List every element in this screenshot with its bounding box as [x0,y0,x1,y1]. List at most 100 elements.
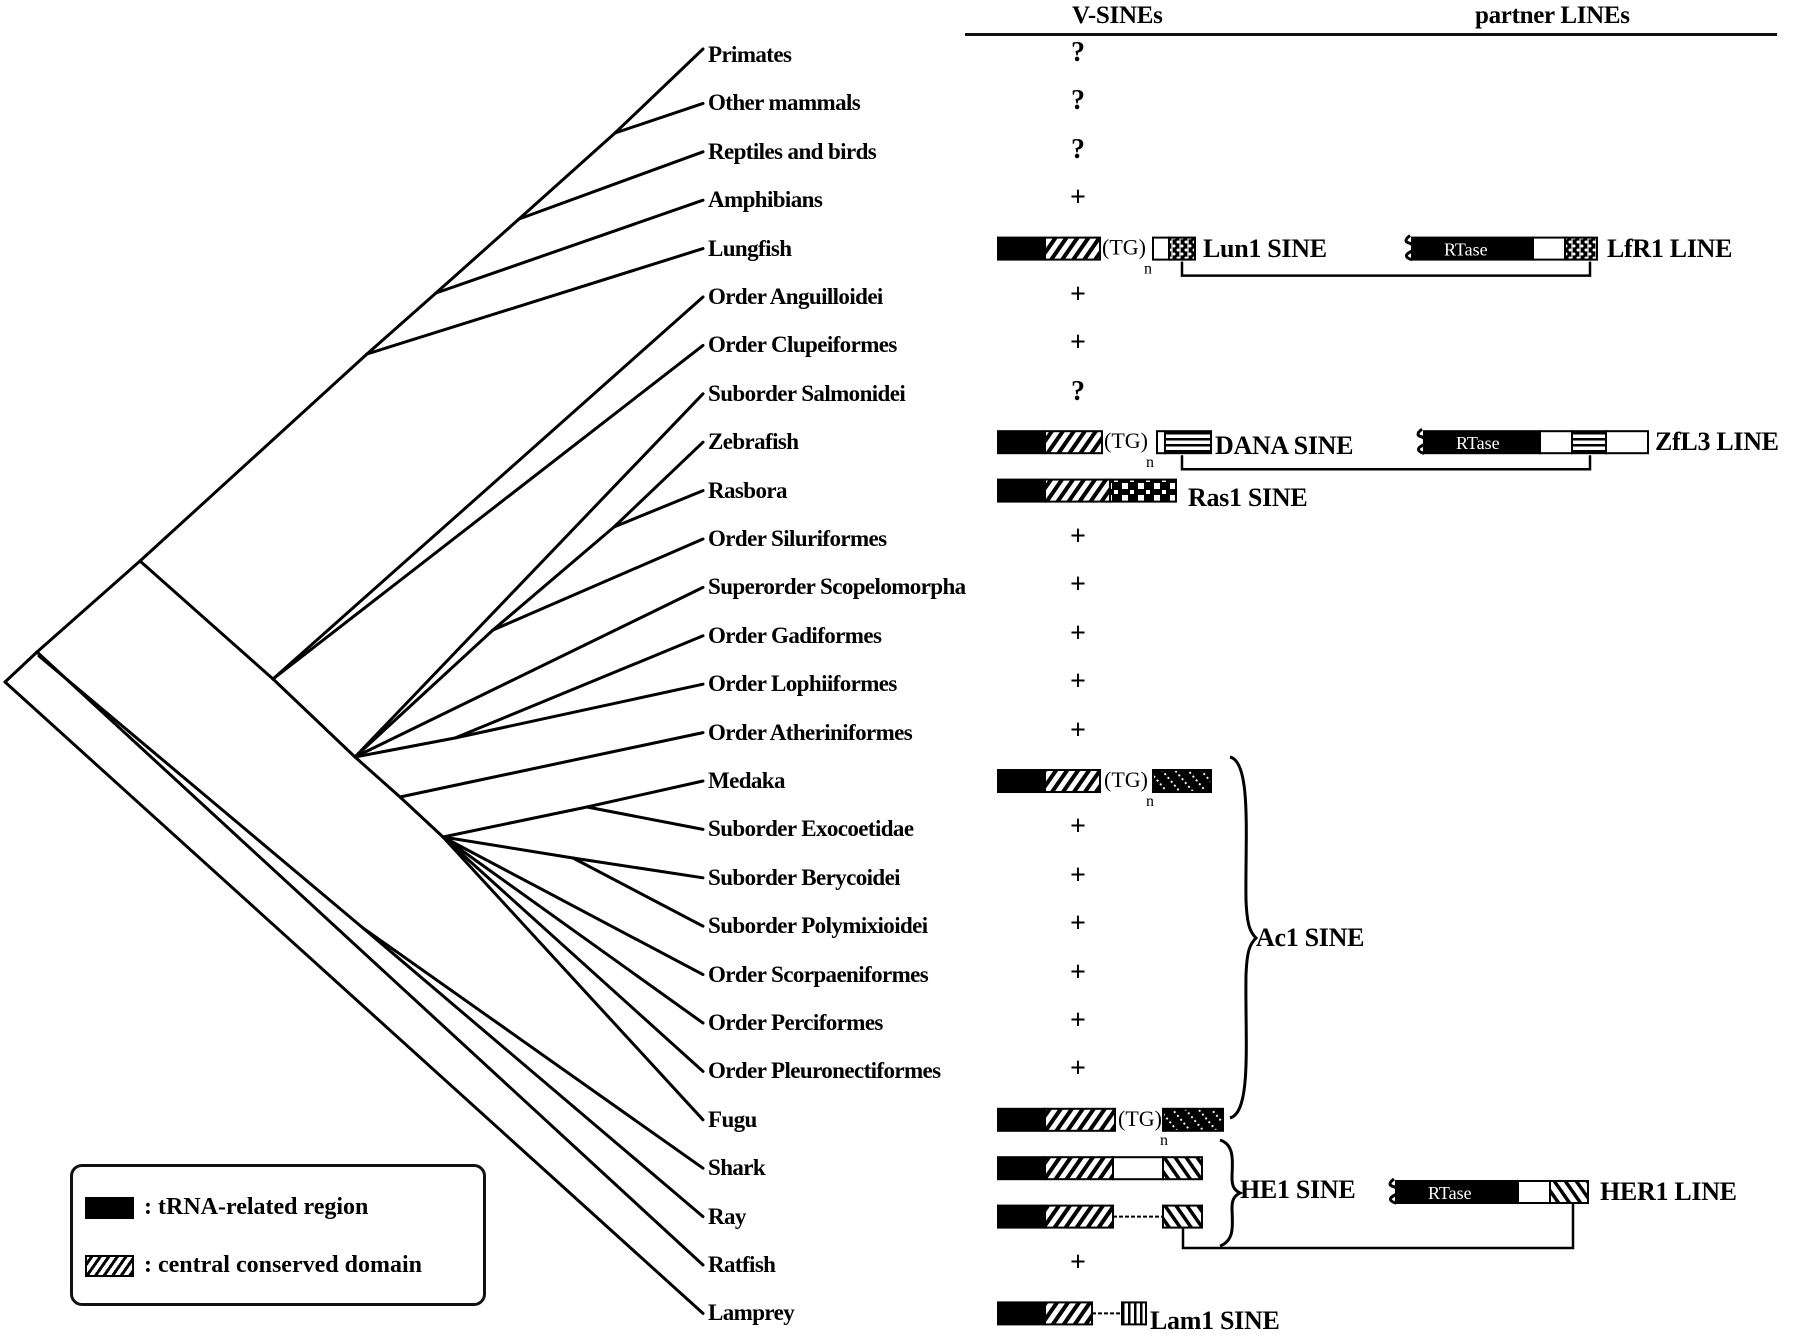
present-marker: + [1070,1053,1086,1085]
unknown-marker: ? [1071,85,1085,117]
trna-region-block [997,769,1046,793]
taxon-label: Order Siluriformes [708,526,887,551]
central-domain-block [1044,478,1111,503]
present-marker: + [1070,956,1086,988]
tree-branch [441,835,705,1025]
tg-repeat-label: (TG) [1104,767,1148,792]
shark-branch [361,926,705,1170]
lun1-lfr1-connector [1180,261,1592,277]
trna-region-block [997,1156,1046,1181]
central-domain-block [1044,236,1101,261]
rtase-label: RTase [1428,1183,1472,1203]
tree-branch [353,585,705,759]
present-marker: + [1070,714,1086,746]
legend-item-central-domain: : central conserved domain [85,1252,422,1279]
unknown-marker: ? [1071,375,1085,407]
lun1-3prime-block [1168,236,1196,261]
legend-label: : central conserved domain [144,1252,422,1278]
partner-lines-header: partner LINEs [1475,2,1630,29]
taxon-label: Suborder Salmonidei [708,380,906,406]
lam1-3prime-block [1121,1301,1147,1326]
central-domain-block [1044,1301,1093,1326]
tg-repeat-subscript: n [1146,793,1154,810]
lun1-sine-label: Lun1 SINE [1203,234,1327,263]
ras1-sine-label: Ras1 SINE [1188,483,1308,512]
present-marker: + [1070,666,1086,698]
present-marker: + [1070,908,1086,940]
taxon-label: Order Lophiiformes [708,671,897,697]
spacer-block [1152,236,1170,261]
present-marker: + [1070,811,1086,843]
present-marker: + [1070,859,1086,891]
present-marker: + [1070,1005,1086,1036]
rasbora-branch [612,489,705,529]
tree-branch [441,805,589,839]
header-rule [965,33,1777,36]
taxon-label: Ratfish [708,1252,776,1277]
wavy-truncation-icon [1404,234,1416,262]
ac1-3prime-block [1162,1107,1224,1132]
tree-branch [491,525,616,632]
unknown-marker: ? [1071,37,1085,68]
tree-branch [37,654,365,930]
root-branch [3,650,39,684]
trna-region-block [997,236,1046,261]
legend-label: : tRNA-related region [144,1194,369,1220]
taxon-label: Order Scorpaeniformes [708,961,929,987]
taxon-label: Order Gadiformes [708,622,882,648]
taxon-label: Order Clupeiformes [708,332,897,358]
medaka-branch [585,779,705,809]
he1-3prime-block [1162,1204,1203,1229]
trna-region-block [997,1204,1046,1229]
taxon-label: Suborder Polymixioidei [708,913,928,939]
taxon-label: Medaka [708,768,786,793]
zebrafish-branch [612,440,705,529]
tree-branch [517,150,705,221]
lfr1-3prime-block [1564,236,1598,261]
dana-3prime-block [1164,430,1212,455]
taxon-label: Order Atheriniformes [708,719,913,745]
taxon-label: Primates [708,42,792,67]
taxon-label: Ray [708,1203,746,1229]
tg-repeat-subscript: n [1144,261,1152,278]
he1-3prime-block [1162,1156,1203,1181]
tree-branch [441,835,705,1073]
taxon-label: Zebrafish [708,429,799,455]
tree-branch [398,731,705,799]
taxon-label: Shark [708,1155,766,1181]
tree-branch [353,628,495,759]
tg-repeat-subscript: n [1146,454,1154,471]
taxon-label: Suborder Berycoidei [708,864,901,890]
taxon-label: Superorder Scopelomorpha [708,574,966,600]
ray-branch [361,926,705,1219]
taxon-label: Order Pleuronectiformes [708,1058,941,1084]
fugu-branch [441,835,705,1122]
present-marker: + [1070,521,1086,552]
spacer-block [1112,1156,1164,1181]
taxon-label: Order Perciformes [708,1010,883,1035]
vsines-header: V-SINEs [1072,2,1163,29]
spacer-block [1517,1180,1551,1204]
spacer-block [1532,236,1566,261]
tree-branch [353,392,705,759]
he1-her1-connector [1181,1203,1575,1250]
lfr1-line-label: LfR1 LINE [1607,234,1733,263]
her1-3prime-block [1549,1180,1589,1204]
central-domain-block [1044,430,1103,455]
tree-branch [138,352,369,563]
legend-item-trna: : tRNA-related region [85,1194,368,1221]
tree-branch [434,198,705,295]
taxon-label: Rasbora [708,477,787,503]
unknown-marker: ? [1071,133,1085,165]
he1-sine-label: HE1 SINE [1240,1175,1356,1204]
wavy-truncation-icon [1388,1177,1400,1205]
zfl3-line-label: ZfL3 LINE [1655,427,1779,456]
he1-brace-icon [1219,1138,1244,1248]
ratfish-branch [35,650,705,1267]
tree-branch [613,101,705,135]
tree-branch [271,343,705,681]
tg-repeat-subscript: n [1160,1132,1168,1149]
taxon-label: Fugu [708,1106,757,1132]
